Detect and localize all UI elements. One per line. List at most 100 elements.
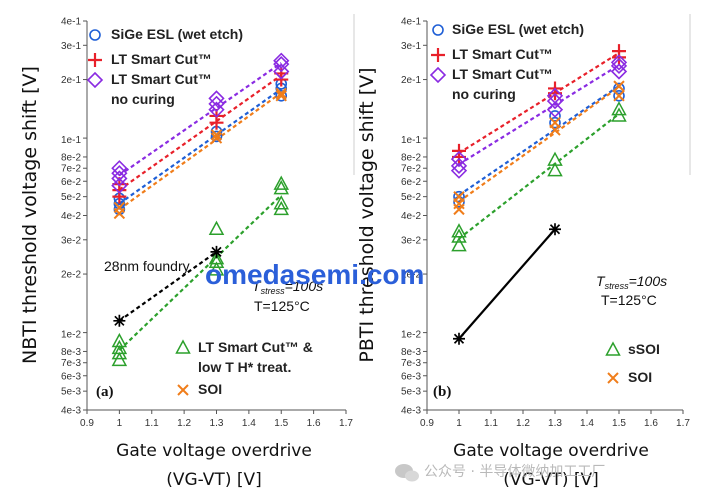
data-point-triangle — [208, 261, 225, 276]
data-point-circle — [275, 90, 288, 102]
data-point-triangle — [111, 339, 128, 355]
data-point-diamond — [450, 150, 468, 168]
data-point-star — [549, 223, 561, 236]
series-fit-line — [458, 64, 620, 166]
watermark-layer: omedasemi.com 公众号 · 半导体微纳加工工厂 — [205, 259, 605, 482]
data-point-triangle — [111, 351, 128, 367]
data-point-diamond — [273, 56, 290, 73]
data-point-circle — [613, 90, 625, 102]
legend-marker-x — [607, 372, 619, 384]
y-tick-label: 2e-1 — [401, 75, 421, 86]
data-point-diamond — [610, 63, 628, 80]
y-tick-label: 4e-2 — [401, 211, 421, 222]
data-point-triangle — [547, 162, 563, 177]
series-fit-line — [458, 52, 620, 154]
legend-marker-x — [177, 384, 189, 396]
x-tick-label: 1 — [456, 418, 462, 429]
data-point-diamond — [208, 95, 225, 112]
y-tick-label: 1e-1 — [401, 135, 421, 146]
y-tick-label: 2e-1 — [61, 75, 81, 86]
legend-label: SiGe ESL (wet etch) — [452, 21, 584, 37]
x-axis-title-line2: (VG-VT) [V] — [503, 470, 599, 490]
data-point-x — [210, 132, 223, 144]
x-tick-label: 1.4 — [580, 418, 594, 429]
x-tick-label: 1.6 — [307, 418, 321, 429]
data-point-x — [613, 90, 625, 102]
data-point-triangle — [273, 175, 290, 190]
x-tick-label: 1.1 — [484, 418, 498, 429]
y-tick-label: 8e-2 — [61, 152, 81, 163]
data-point-diamond — [450, 157, 468, 174]
data-point-diamond — [273, 52, 290, 69]
data-point-triangle — [547, 151, 563, 166]
data-point-diamond — [610, 57, 628, 75]
legend-label: LT Smart Cut™ — [111, 71, 212, 87]
data-point-triangle — [208, 250, 225, 265]
series-fit-line — [118, 194, 283, 351]
x-axis-title: Gate voltage overdrive — [453, 441, 649, 461]
data-point-diamond — [546, 101, 564, 118]
series-fit-line — [118, 250, 218, 322]
x-tick-label: 1.5 — [612, 418, 626, 429]
y-tick-label: 6e-2 — [61, 177, 81, 188]
data-point-triangle — [208, 253, 225, 268]
data-point-diamond — [208, 90, 225, 107]
y-tick-label: 5e-2 — [401, 192, 421, 203]
data-point-x — [275, 87, 287, 99]
data-point-triangle — [611, 101, 627, 116]
y-tick-label: 3e-2 — [401, 235, 421, 246]
x-tick-label: 1.7 — [339, 418, 353, 429]
series-fit-line — [118, 62, 282, 177]
legend-label-line2: no curing — [111, 91, 175, 107]
data-point-x — [210, 129, 223, 141]
y-tick-label: 7e-2 — [61, 164, 81, 175]
legend-marker-triangle — [175, 339, 191, 354]
data-point-circle — [453, 190, 465, 203]
series-fit-line — [118, 88, 282, 205]
legend-marker-circle — [89, 29, 101, 41]
legend-marker-circle — [432, 24, 444, 36]
legend-label: SiGe ESL (wet etch) — [111, 26, 243, 42]
series-fit-line — [118, 91, 282, 211]
data-point-triangle — [273, 195, 290, 210]
series-fit-line — [458, 86, 620, 203]
x-tick-label: 0.9 — [80, 418, 94, 429]
pbti-panel: 4e-13e-12e-11e-18e-27e-26e-25e-24e-23e-2… — [356, 14, 691, 490]
y-tick-label: 6e-3 — [61, 371, 81, 382]
x-tick-label: 1.7 — [676, 418, 690, 429]
data-point-circle — [613, 82, 625, 95]
legend-label: LT Smart Cut™ — [111, 51, 212, 67]
y-tick-label: 7e-3 — [401, 358, 421, 369]
x-tick-label: 1.2 — [516, 418, 530, 429]
y-tick-label: 1e-2 — [61, 330, 81, 341]
y-tick-label: 4e-1 — [61, 17, 81, 28]
y-tick-label: 4e-1 — [401, 17, 421, 28]
x-tick-label: 1.1 — [145, 418, 159, 429]
data-point-circle — [210, 130, 223, 143]
legend-marker-diamond — [86, 71, 104, 89]
legend-label: sSOI — [628, 341, 660, 357]
data-point-triangle — [451, 237, 467, 252]
data-point-triangle — [208, 220, 225, 235]
series-fit-line — [458, 112, 620, 240]
y-tick-label: 4e-2 — [61, 211, 81, 222]
data-point-triangle — [111, 332, 128, 348]
x-tick-label: 1 — [117, 418, 123, 429]
data-point-x — [613, 80, 625, 92]
series-fit-line — [458, 228, 556, 340]
data-point-star — [113, 314, 126, 327]
data-point-triangle — [111, 345, 128, 360]
y-tick-label: 8e-3 — [61, 347, 81, 358]
x-tick-label: 1.2 — [177, 418, 191, 429]
y-tick-label: 7e-3 — [61, 358, 81, 369]
legend-label-line2: no curing — [452, 86, 516, 102]
data-point-x — [113, 201, 126, 214]
y-tick-label: 7e-2 — [401, 164, 421, 175]
legend-label: LT Smart Cut™ & — [198, 339, 313, 355]
watermark-text: omedasemi.com — [205, 259, 424, 290]
x-axis-title: Gate voltage overdrive — [116, 441, 312, 461]
x-tick-label: 1.6 — [644, 418, 658, 429]
x-tick-label: 1.3 — [548, 418, 562, 429]
y-tick-label: 3e-1 — [401, 41, 421, 52]
